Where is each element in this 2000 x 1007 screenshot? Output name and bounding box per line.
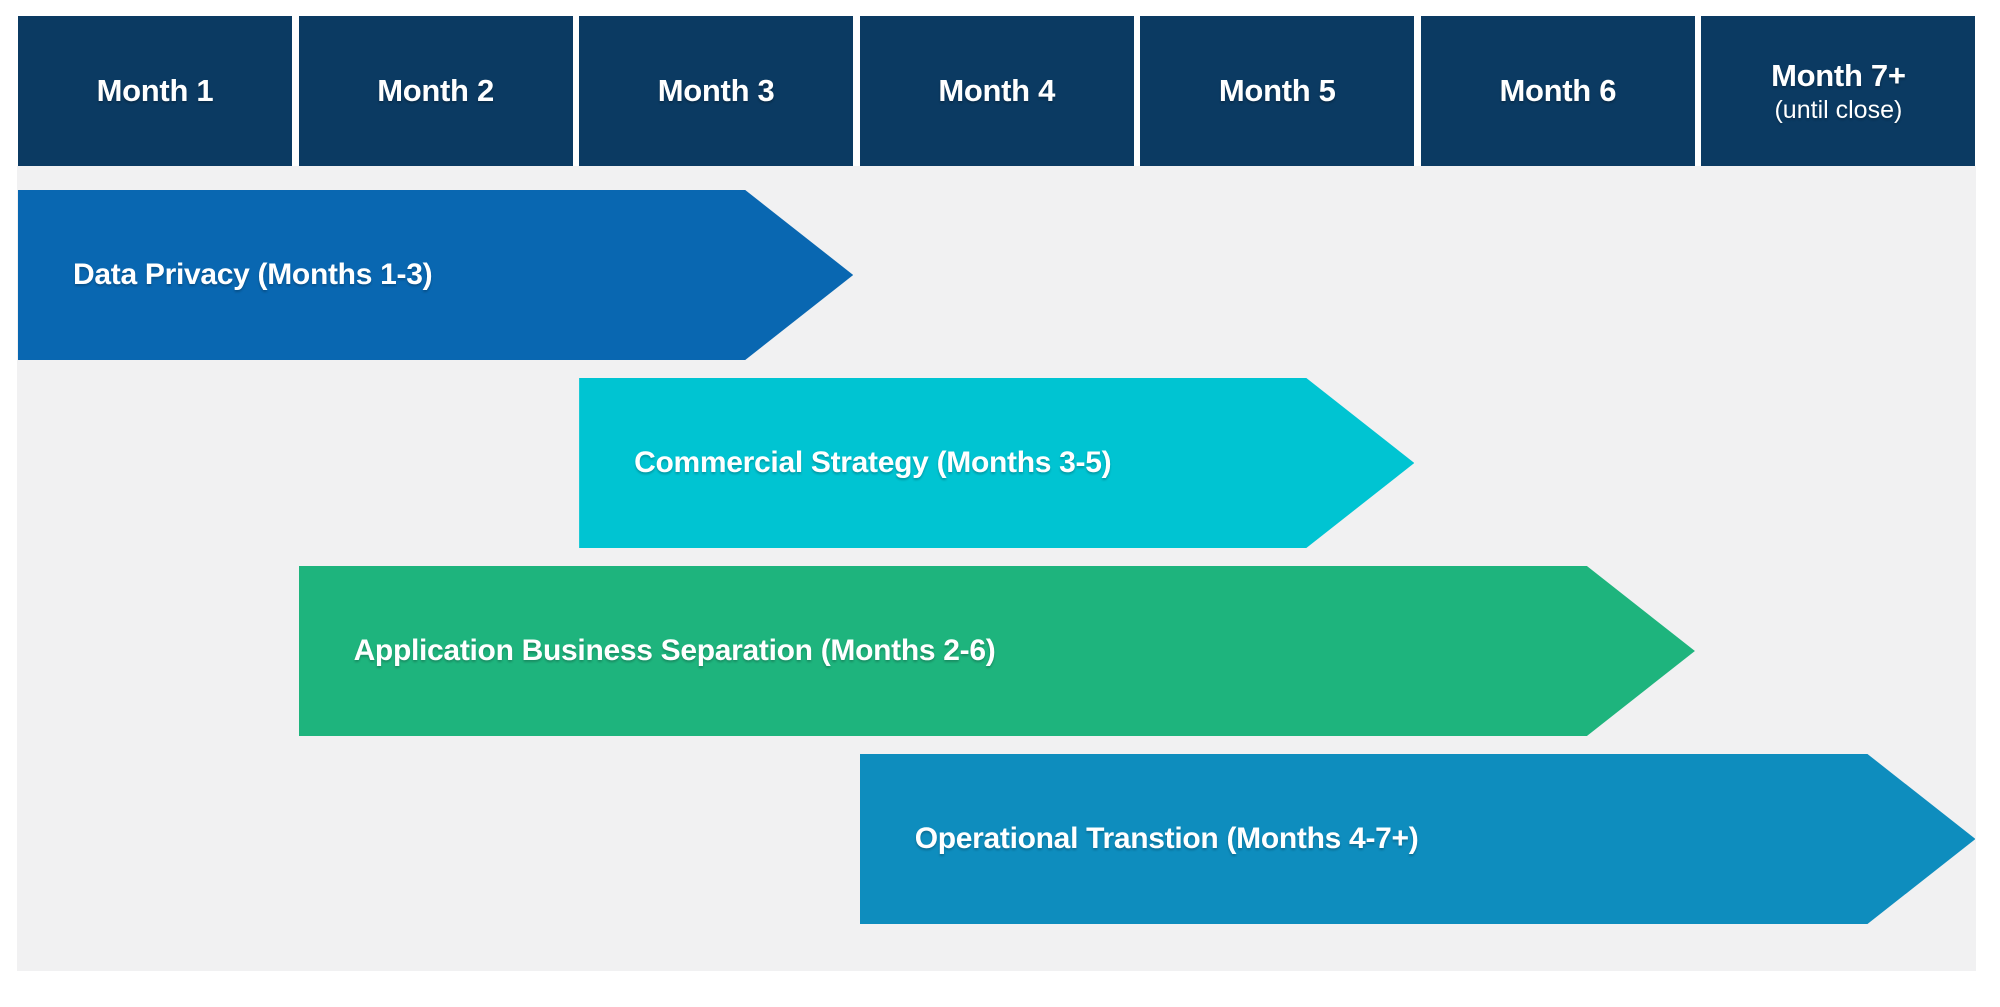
month-label: Month 5 xyxy=(1218,73,1336,108)
month-header-cell: Month 7+(until close) xyxy=(1701,16,1976,166)
month-header-cell: Month 1 xyxy=(18,16,292,166)
task-bar-label: Data Privacy (Months 1-3) xyxy=(73,258,433,291)
month-label: Month 4 xyxy=(938,73,1056,108)
month-label: Month 7+ xyxy=(1771,57,1906,93)
task-bar-operational-transtion: Operational Transtion (Months 4-7+) xyxy=(860,754,1976,924)
task-bar-application-business-separation: Application Business Separation (Months … xyxy=(299,566,1695,736)
task-bar-data-privacy: Data Privacy (Months 1-3) xyxy=(18,190,853,360)
month-header-cell: Month 4 xyxy=(859,16,1134,166)
month-header-cell: Month 6 xyxy=(1420,16,1695,166)
month-label: Month 1 xyxy=(96,73,214,108)
month-label: Month 2 xyxy=(377,73,494,108)
task-bar-label: Operational Transtion (Months 4-7+) xyxy=(914,822,1419,855)
task-bar-commercial-strategy: Commercial Strategy (Months 3-5) xyxy=(579,378,1414,548)
month-header-cell: Month 2 xyxy=(298,16,573,166)
task-bar-label: Commercial Strategy (Months 3-5) xyxy=(634,446,1112,479)
month-sublabel: (until close) xyxy=(1774,95,1903,124)
month-header-cell: Month 5 xyxy=(1140,16,1415,166)
month-label: Month 6 xyxy=(1499,73,1617,108)
task-bar-label: Application Business Separation (Months … xyxy=(353,634,996,667)
month-label: Month 3 xyxy=(657,73,775,108)
month-header-cell: Month 3 xyxy=(579,16,854,166)
